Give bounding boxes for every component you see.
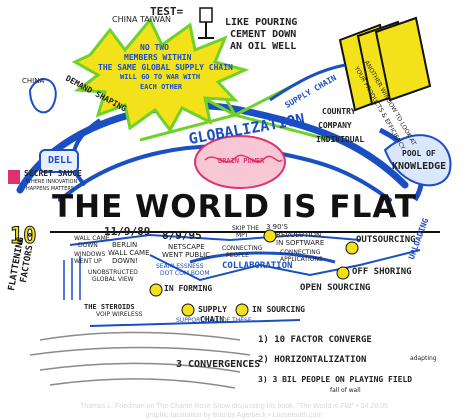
brain-shape [194, 135, 286, 189]
skip-1: SKIP THE [232, 225, 260, 232]
starburst-line2: MEMBERS WITHIN [124, 53, 192, 62]
secret-sauce-title: SECRET SAUCE [24, 169, 82, 178]
pool-label-line2: KNOWLEDGE [392, 161, 447, 172]
in-forming-label: IN FORMING [164, 284, 213, 293]
convergence-item-2: 2) HORIZONTALIZATION [258, 355, 367, 365]
starburst-line1: NO TWO [140, 43, 169, 52]
collaboration-swoosh [189, 251, 336, 264]
in-sourcing-label: IN SOURCING [252, 305, 305, 314]
credit-line-1: Thomas L. Friedman on The Charlie Rose S… [80, 403, 388, 410]
level-individual: INDIVIDUAL [316, 135, 365, 144]
ninety-4: CONNECTING [280, 249, 321, 256]
starburst-line3: THE SAME GLOBAL SUPPLY CHAIN [98, 63, 233, 72]
connecting-people-2: PEOPLE [226, 252, 249, 259]
unobstructed-2: GLOBAL VIEW [92, 276, 134, 283]
wall-left-3: WINDOWS [74, 251, 106, 258]
starburst-line5: EACH OTHER [140, 83, 183, 91]
date-1995: 8/9/95 [162, 229, 202, 242]
starburst-line4: WILL GO TO WAR WITH [120, 73, 201, 81]
netscape-1: NETSCAPE [168, 243, 205, 251]
supply-chain-2: CHAIN [200, 315, 225, 324]
blue-swirl [16, 102, 409, 194]
factor-lines [69, 233, 421, 282]
like-pouring-line2: CEMENT DOWN [230, 29, 297, 40]
wall-bars [63, 256, 81, 300]
convergence-lines [29, 331, 251, 389]
main-title: THE WORLD IS FLAT [52, 189, 418, 225]
wall-left-2: DOWN [78, 242, 98, 249]
connecting-people-1: CONNECTING [222, 245, 263, 252]
convergence-note-1: adapting [410, 355, 437, 362]
berlin-3: DOWN! [112, 257, 138, 265]
like-pouring-line1: LIKE POURING [225, 17, 298, 28]
like-pouring-line3: AN OIL WELL [230, 41, 297, 52]
ninety-1: 3 90'S [266, 223, 288, 231]
off-shoring-label: OFF SHORING [352, 267, 412, 277]
window-panels-icon [338, 16, 432, 112]
secret-sauce-box [8, 170, 20, 184]
netscape-2: WENT PUBLIC [162, 251, 211, 259]
credit-caption: Thomas L. Friedman on The Charlie Rose S… [0, 402, 468, 420]
level-country: COUNTRY [322, 107, 356, 116]
level-company: COMPANY [318, 121, 352, 130]
secret-sauce-line2: WHERE INNOVATION [26, 179, 78, 185]
test-label: TEST= [150, 5, 184, 18]
ninety-5: APPLICATIONS [280, 256, 323, 263]
factors-number: 10 [10, 224, 37, 249]
dotcom-1: SEAMLESSNESS [156, 263, 204, 270]
steroids-2: VOIP WIRELESS [96, 311, 143, 318]
dell-box [39, 149, 79, 173]
dell-label: DELL [48, 155, 73, 166]
test-value: CHINA TAIWAN [112, 15, 171, 24]
pool-label-line1: POOL OF [402, 149, 436, 158]
supply-chain-1: SUPPLY [198, 305, 227, 314]
date-1989: 11/9/89 [104, 225, 151, 238]
brain-folds [204, 154, 283, 163]
supports-arrow [89, 319, 301, 327]
convergences-label: 3 CONVERGENCES [176, 359, 261, 370]
supply-chain-arrow [269, 63, 346, 102]
china-loop [29, 78, 57, 114]
pool-shape [383, 134, 452, 187]
convergence-item-3: 3) 3 BIL PEOPLE ON PLAYING FIELD [258, 375, 413, 384]
oil-well-icon [198, 7, 214, 39]
factor-dots [149, 229, 359, 317]
dotcom-2: DOT COM BOOM [160, 270, 210, 277]
secret-sauce-line3: HAPPENS MATTERS [26, 186, 75, 192]
open-sourcing-label: OPEN SOURCING [300, 283, 371, 293]
steroids-1: THE STEROIDS [84, 303, 135, 311]
starburst-shape [71, 17, 250, 133]
china-label: CHINA [22, 77, 45, 85]
supports-label: SUPPORTS ALL OF THESE [176, 317, 252, 324]
skip-2: MPT [236, 232, 249, 239]
convergence-note-2: fall of wall [330, 387, 361, 394]
berlin-2: WALL CAME [108, 249, 150, 257]
wall-left-1: WALL CAME [74, 235, 110, 242]
collaboration-label: COLLABORATION [222, 261, 293, 271]
credit-line-2: graphic facilitation by Brandy Agerbeck … [145, 412, 323, 419]
outsourcing-label: OUTSOURCING [356, 235, 416, 245]
convergence-item-1: 1) 10 FACTOR CONVERGE [258, 335, 372, 345]
brain-power-label: BRAIN POWER [218, 157, 265, 165]
unobstructed-1: UNOBSTRUCTED [88, 269, 138, 276]
berlin-1: BERLIN [112, 241, 138, 249]
wall-left-4: WENT UP [74, 258, 102, 265]
ninety-2: REVOLUTION [276, 231, 322, 239]
ninety-3: IN SOFTWARE [276, 239, 325, 247]
